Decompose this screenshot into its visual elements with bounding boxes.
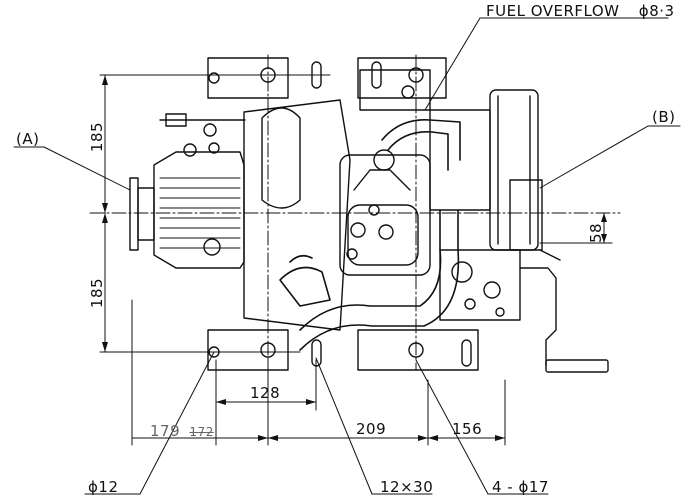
arrowheads — [102, 75, 607, 441]
dim-209: 209 — [356, 420, 387, 438]
fuel-overflow-label: FUEL OVERFLOW ϕ8·3 — [486, 2, 675, 20]
view-a-label: (A) — [16, 130, 40, 148]
dim-185-bottom: 185 — [88, 277, 107, 309]
dim-128: 128 — [250, 384, 281, 402]
hole-12-label: ϕ12 — [88, 478, 119, 496]
dim-172-struck: 172 — [189, 425, 214, 439]
dim-58: 58 — [587, 222, 606, 244]
slot-12x30-label: 12×30 — [380, 478, 434, 496]
dim-179-group: 179 172 — [150, 422, 214, 440]
starting-handle — [519, 249, 609, 373]
flywheel-housing — [129, 142, 245, 269]
dim-156: 156 — [452, 420, 483, 438]
holes-4x17-label: 4 - ϕ17 — [492, 478, 549, 496]
view-b-label: (B) — [652, 108, 676, 126]
fuel-pump-pulley — [359, 69, 543, 321]
mounting-feet — [207, 57, 479, 371]
dimension-lines — [89, 54, 621, 446]
fuel-overflow-text: FUEL OVERFLOW — [486, 2, 620, 20]
dim-185-top: 185 — [88, 121, 107, 153]
dim-179: 179 — [150, 422, 181, 440]
engine-block — [159, 99, 431, 331]
fuel-overflow-diameter: ϕ8·3 — [638, 2, 675, 20]
leader-lines — [13, 17, 681, 495]
